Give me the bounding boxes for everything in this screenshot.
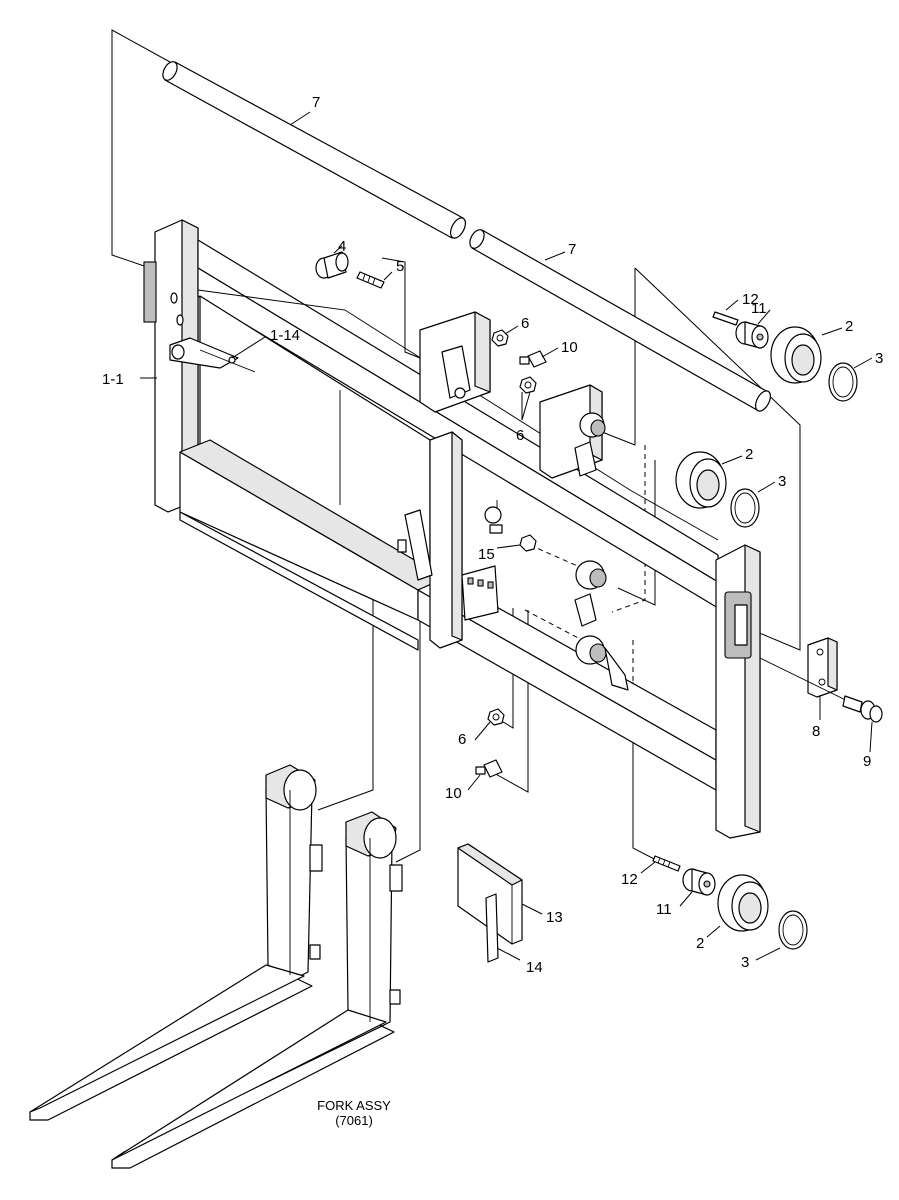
callout-8: 8 [812,723,820,740]
fork-left [29,764,323,1121]
snap-ring-3-middle [730,488,760,528]
collar-11-lower [682,868,716,896]
callout-12-upper: 12 [742,291,759,308]
bracket-upper [419,311,491,413]
callout-13: 13 [546,909,563,926]
nut-6-upper [491,329,509,347]
bearing-2-lower [717,874,769,932]
callout-7-upper-right: 7 [568,241,576,258]
callout-5: 5 [396,258,404,275]
callout-1-1: 1-1 [102,371,124,388]
callout-15: 15 [478,546,495,563]
nut-6-middle [519,376,537,394]
callout-6-upper: 6 [521,315,529,332]
callout-2-middle: 2 [745,446,753,463]
plate-8 [807,637,838,698]
callout-11-upper: 11 [751,300,767,317]
caption-title: FORK ASSY [317,1098,391,1113]
callout-6-lower: 6 [458,731,466,748]
callout-2-lower: 2 [696,935,704,952]
callout-labels: 7 7 4 5 1-14 1-1 6 10 6 12 11 2 3 2 3 15… [102,94,883,976]
caption: FORK ASSY (7061) [317,1098,391,1128]
pin-12-upper [712,311,739,326]
fitting-15 [519,534,537,552]
callout-3-upper: 3 [875,350,883,367]
fitting-10-lower [475,759,503,778]
fitting-10-upper [519,350,547,368]
caption-code: (7061) [335,1113,373,1128]
roller-center-a [574,560,607,627]
callout-10-lower: 10 [445,785,462,802]
bearing-2-middle [675,451,727,509]
snap-ring-3-lower [778,910,808,950]
callout-7-upper-left: 7 [312,94,320,111]
bracket-middle [539,384,606,479]
pin-1-14 [169,337,256,373]
callout-2-upper: 2 [845,318,853,335]
part-4-stud [315,251,349,279]
carriage-frame [143,219,761,839]
callout-11-lower: 11 [656,901,672,918]
callout-14: 14 [526,959,543,976]
fork-right [111,811,403,1169]
bearing-2-upper [770,326,822,384]
callout-9: 9 [863,753,871,770]
rod-upper-left [162,61,466,239]
part-5-screw [356,271,385,289]
callout-12-lower: 12 [621,871,638,888]
nut-6-lower [487,708,505,726]
center-bracket-holes [397,500,503,621]
collar-11-upper [735,321,769,349]
callout-10-upper: 10 [561,339,578,356]
roller-center-b [575,635,629,691]
callout-3-middle: 3 [778,473,786,490]
strip-14 [485,893,499,963]
callout-6-middle: 6 [516,427,524,444]
rod-upper-right [469,229,771,412]
snap-ring-3-upper [828,362,858,402]
pin-12-lower [652,855,681,872]
guard-13 [457,843,523,945]
callout-3-lower: 3 [741,954,749,971]
callout-leaders [140,111,873,961]
bolt-9 [759,657,883,723]
callout-1-14: 1-14 [270,327,300,344]
callout-4: 4 [338,238,346,255]
